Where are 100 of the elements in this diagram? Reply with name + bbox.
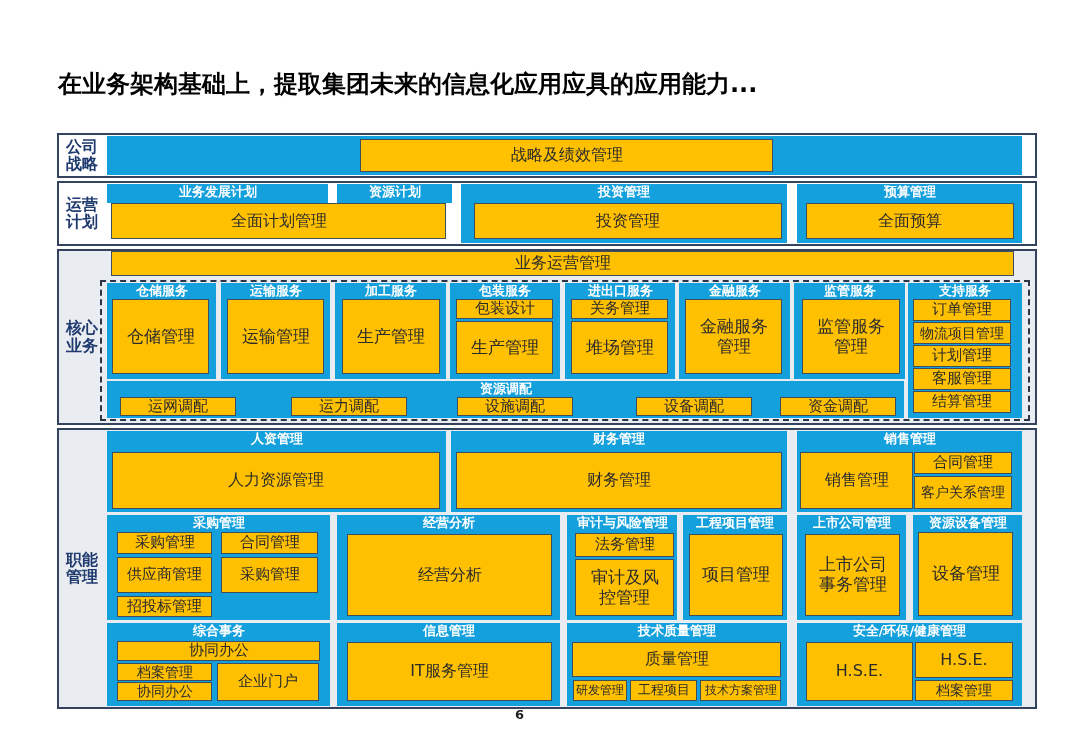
module-box <box>575 559 674 616</box>
module-label: 堆场管理 <box>585 337 654 358</box>
module-label: 研发管理 <box>576 683 624 698</box>
panel-heading: 投资管理 <box>598 185 650 199</box>
module-label: 设施调配 <box>485 397 545 416</box>
module-box <box>630 680 697 701</box>
module-box <box>572 642 781 677</box>
category-panel <box>337 515 560 620</box>
panel-heading: 财务管理 <box>593 432 645 446</box>
module-box <box>575 533 674 557</box>
category-panel <box>335 283 446 379</box>
module-label: 协同办公 <box>188 642 249 660</box>
module-box <box>913 368 1011 390</box>
module-label: 设备调配 <box>664 397 724 416</box>
category-panel <box>450 283 560 379</box>
module-box <box>456 452 782 509</box>
module-label: 技术方案管理 <box>704 683 777 698</box>
module-label: 物流项目管理 <box>920 324 1004 342</box>
module-label: 档案管理 <box>936 682 992 699</box>
module-box <box>111 251 1014 276</box>
module-label: 运输管理 <box>241 326 310 347</box>
module-box <box>347 642 552 701</box>
module-box <box>571 299 668 319</box>
module-box <box>456 299 553 319</box>
panel-heading: 销售管理 <box>883 432 936 446</box>
layer-panel <box>57 428 1037 709</box>
module-box <box>112 452 440 509</box>
layer-title: 职能管理 <box>66 550 98 587</box>
category-panel <box>797 184 1022 243</box>
module-box <box>117 532 212 554</box>
module-box <box>805 534 900 616</box>
module-box <box>117 641 320 661</box>
module-box <box>914 476 1012 509</box>
module-label: 客户关系管理 <box>921 484 1005 501</box>
module-box <box>117 557 212 593</box>
category-panel <box>107 283 216 379</box>
layer-title: 核心业务 <box>66 319 98 355</box>
panel-heading: 资源调配 <box>479 382 532 396</box>
panel-heading: 综合事务 <box>192 624 245 638</box>
module-label: 结算管理 <box>932 393 992 411</box>
module-box <box>913 391 1011 413</box>
panel-heading: 上市公司管理 <box>812 516 891 530</box>
category-panel <box>797 623 1022 706</box>
category-panel <box>107 623 330 706</box>
category-panel <box>107 381 904 418</box>
module-label: 订单管理 <box>932 301 992 319</box>
module-label: 采购管理 <box>134 534 195 552</box>
category-panel <box>107 431 446 512</box>
module-label: 人力资源管理 <box>228 471 324 490</box>
module-box <box>636 397 752 416</box>
module-label: 金融服务管理 <box>698 316 769 357</box>
layer-panel <box>57 133 1037 178</box>
module-label: 监管服务管理 <box>816 316 886 357</box>
module-box <box>918 532 1013 616</box>
module-label: 法务管理 <box>594 536 655 554</box>
module-box <box>806 203 1014 239</box>
module-box <box>342 299 440 374</box>
module-label: 工程项目 <box>637 683 690 698</box>
layer-title: 运营计划 <box>66 195 98 232</box>
panel-heading: 运输服务 <box>249 284 302 298</box>
module-box <box>291 397 407 416</box>
module-label: 招投标管理 <box>127 597 202 616</box>
module-label: 包装设计 <box>474 300 535 318</box>
module-label: 销售管理 <box>824 471 889 490</box>
category-panel <box>794 283 905 379</box>
module-label: 战略及绩效管理 <box>510 146 623 165</box>
module-label: 财务管理 <box>587 471 651 490</box>
dashed-frame <box>100 280 1030 421</box>
panel-heading: 经营分析 <box>422 516 475 530</box>
module-label: 客服管理 <box>932 370 992 388</box>
module-label: 全面预算 <box>878 211 942 231</box>
panel-heading: 包装服务 <box>479 284 531 298</box>
module-label: 全面计划管理 <box>230 211 327 231</box>
module-label: 生产管理 <box>470 337 539 358</box>
module-box <box>800 452 913 509</box>
module-box <box>914 452 1012 474</box>
module-label: 质量管理 <box>644 650 709 669</box>
panel-heading: 监管服务 <box>823 284 876 298</box>
category-panel <box>567 515 677 620</box>
module-label: 协同办公 <box>136 683 193 700</box>
module-label: 供应商管理 <box>127 566 202 584</box>
module-box <box>117 663 212 681</box>
module-box <box>571 321 668 374</box>
module-label: 关务管理 <box>589 300 650 318</box>
module-label: 运力调配 <box>319 397 379 416</box>
category-panel <box>679 283 790 379</box>
module-box <box>689 534 783 616</box>
module-label: 上市公司事务管理 <box>817 555 888 595</box>
category-panel <box>461 184 787 243</box>
module-box <box>806 642 913 701</box>
layer-panel <box>57 249 1037 425</box>
panel-heading: 技术质量管理 <box>638 624 716 638</box>
page-number: 6 <box>515 708 525 722</box>
panel-heading: 信息管理 <box>422 624 475 638</box>
module-box <box>913 345 1011 367</box>
module-label: IT服务管理 <box>410 662 489 681</box>
module-label: 档案管理 <box>136 663 193 681</box>
module-box <box>117 596 212 617</box>
module-box <box>802 299 900 374</box>
module-box <box>221 557 318 593</box>
